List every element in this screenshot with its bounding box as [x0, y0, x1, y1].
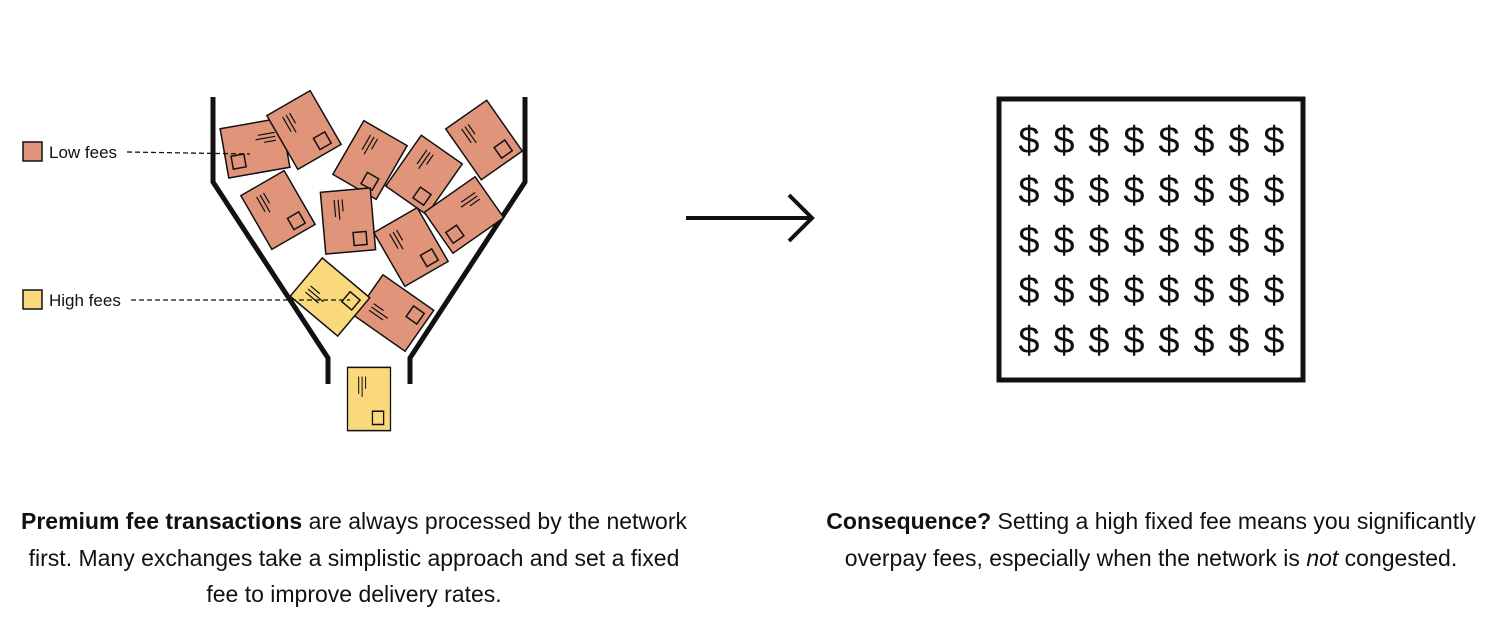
legend-high-fee-label: High fees: [49, 291, 121, 310]
caption-left: Premium fee transactions are always proc…: [18, 503, 690, 613]
dollar-symbol: $: [1158, 170, 1179, 212]
dollar-symbol: $: [1123, 270, 1144, 312]
dollar-symbol: $: [1053, 220, 1074, 262]
dollar-symbol: $: [1018, 120, 1039, 162]
legend-low-fee-leader: [126, 151, 251, 155]
dollar-symbol: $: [1053, 120, 1074, 162]
dollar-symbol: $: [1193, 320, 1214, 362]
dollar-symbol: $: [1158, 220, 1179, 262]
funnel-left-wall: [210, 97, 331, 384]
caption-right-text-end: congested.: [1338, 544, 1458, 571]
caption-left-text: are always processed by the network firs…: [28, 508, 688, 607]
dollar-symbol: $: [1088, 320, 1109, 362]
dollar-symbol: $: [1123, 170, 1144, 212]
dollar-symbol: $: [1263, 120, 1284, 162]
dollar-symbol: $: [1018, 220, 1039, 262]
dollar-symbol: $: [1158, 270, 1179, 312]
dollar-symbol: $: [1053, 270, 1074, 312]
fee-box: [996, 96, 1306, 383]
dollar-symbol: $: [1193, 220, 1214, 262]
caption-left-bold: Premium fee transactions: [20, 508, 303, 534]
dollar-symbol: $: [1193, 270, 1214, 312]
dollar-symbol: $: [1228, 220, 1249, 262]
dollar-symbol: $: [1158, 120, 1179, 162]
legend-high-fee-swatch: [22, 289, 43, 310]
dollar-symbol: $: [1088, 120, 1109, 162]
high-fee-envelope-exiting: [346, 366, 392, 432]
legend-low-fee-swatch: [22, 141, 43, 162]
dollar-symbol: $: [1123, 220, 1144, 262]
dollar-symbol: $: [1123, 120, 1144, 162]
dollar-symbol: $: [1263, 220, 1284, 262]
dollar-symbol: $: [1018, 170, 1039, 212]
dollar-symbol: $: [1053, 170, 1074, 212]
dollar-symbol: $: [1088, 270, 1109, 312]
caption-right-text: Setting a high fixed fee means you signi…: [844, 508, 1476, 571]
dollar-symbol: $: [1053, 320, 1074, 362]
right-arrow-icon: [686, 193, 815, 243]
legend-low-fee-label: Low fees: [49, 143, 117, 162]
dollar-grid: $ $ $ $ $ $ $ $ $ $ $ $ $ $ $ $ $ $ $ $ $ $ $ $ $ $ $ $ $ $ $ $ $ $ $ $ $ $ $ $: [1018, 120, 1284, 362]
dollar-symbol: $: [1193, 170, 1214, 212]
caption-right-emphasis: not: [1306, 544, 1339, 571]
dollar-symbol: $: [1193, 120, 1214, 162]
dollar-symbol: $: [1228, 120, 1249, 162]
dollar-symbol: $: [1228, 170, 1249, 212]
dollar-symbol: $: [1263, 170, 1284, 212]
dollar-symbol: $: [1263, 320, 1284, 362]
dollar-symbol: $: [1018, 320, 1039, 362]
low-fee-envelope: [319, 187, 377, 255]
dollar-symbol: $: [1088, 170, 1109, 212]
high-fee-envelope: [289, 257, 371, 337]
dollar-symbol: $: [1228, 320, 1249, 362]
caption-right: Consequence? Setting a high fixed fee me…: [815, 503, 1487, 576]
dollar-symbol: $: [1263, 270, 1284, 312]
funnel-right-wall: [407, 97, 528, 384]
dollar-symbol: $: [1123, 320, 1144, 362]
dollar-symbol: $: [1088, 220, 1109, 262]
dollar-symbol: $: [1018, 270, 1039, 312]
dollar-symbol: $: [1158, 320, 1179, 362]
caption-right-bold: Consequence?: [826, 508, 992, 534]
dollar-symbol: $: [1228, 270, 1249, 312]
